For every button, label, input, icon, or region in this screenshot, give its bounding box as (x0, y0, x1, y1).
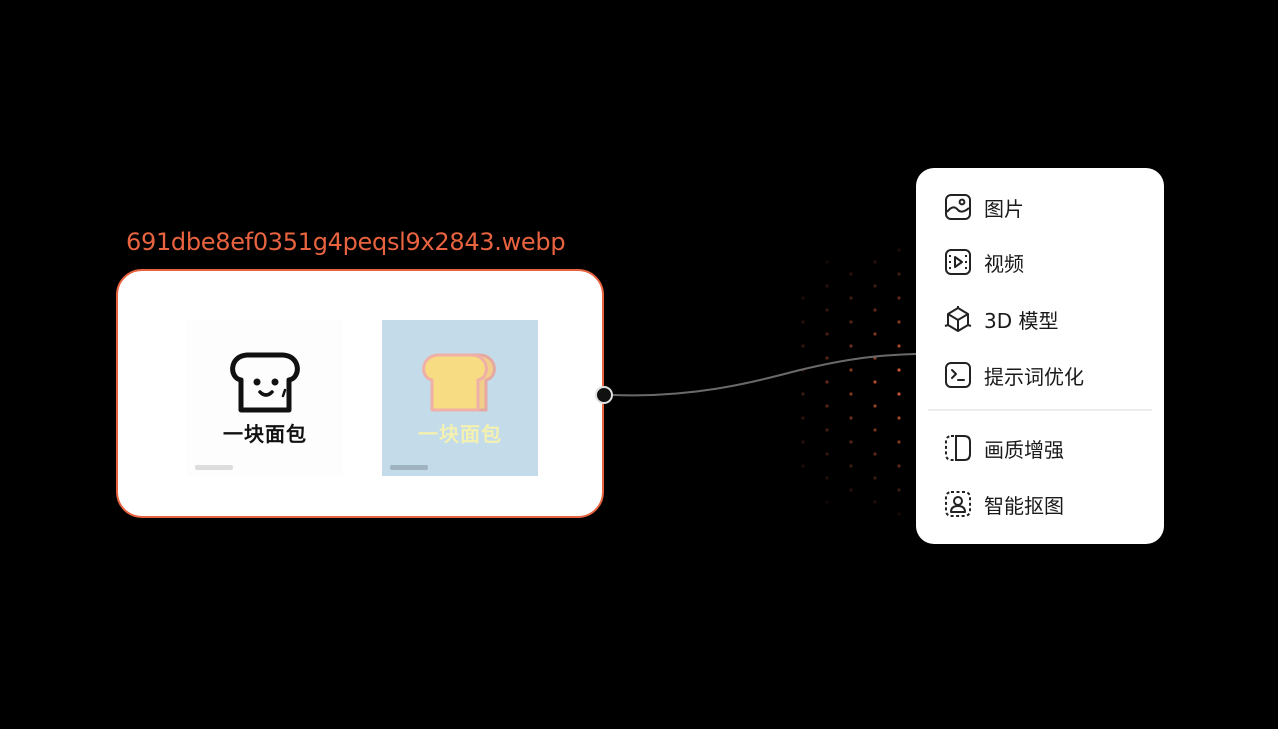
dot (849, 368, 853, 372)
menu-item-enhance[interactable]: 画质增强 (916, 426, 1164, 470)
dot (825, 308, 829, 312)
menu-item-cutout[interactable]: 智能抠图 (916, 482, 1164, 526)
dot (873, 380, 877, 384)
dot (849, 272, 853, 276)
dot (801, 464, 805, 468)
dot (873, 428, 877, 432)
dot (801, 296, 805, 300)
menu-item-label: 智能抠图 (984, 493, 1064, 518)
thumbnail-generated[interactable]: 一块面包 (382, 320, 538, 476)
dot (849, 440, 853, 444)
dot (849, 488, 853, 492)
dot (897, 416, 901, 420)
dot (897, 248, 901, 252)
dot (825, 284, 829, 288)
dot (873, 284, 877, 288)
dot-grid (801, 248, 901, 516)
dot (897, 272, 901, 276)
menu-item-image[interactable]: 图片 (916, 185, 1164, 229)
dot (873, 404, 877, 408)
portrait-cutout-icon (945, 491, 971, 517)
dot (801, 440, 805, 444)
menu-item-3d-model[interactable]: 3D 模型 (916, 297, 1164, 341)
menu-item-label: 画质增强 (984, 437, 1064, 462)
dot (825, 476, 829, 480)
dot (897, 392, 901, 396)
image-node-card[interactable]: 一块面包 一块面包 (116, 269, 604, 518)
dot (897, 464, 901, 468)
dot (801, 344, 805, 348)
thumbnail-original[interactable]: 一块面包 (187, 320, 343, 476)
toast-face-icon (230, 352, 300, 412)
menu-item-label: 视频 (984, 251, 1024, 276)
dot (849, 416, 853, 420)
dot (873, 500, 877, 504)
dot (825, 260, 829, 264)
menu-item-label: 3D 模型 (984, 308, 1059, 333)
dot (897, 440, 901, 444)
dot (825, 332, 829, 336)
dot (849, 464, 853, 468)
thumbnail-caption: 一块面包 (223, 421, 307, 446)
dot (873, 260, 877, 264)
watermark (390, 465, 428, 470)
dot (825, 380, 829, 384)
menu-item-label: 图片 (984, 196, 1024, 221)
dot (873, 452, 877, 456)
dot (897, 344, 901, 348)
dot (897, 488, 901, 492)
dot (801, 320, 805, 324)
dot (825, 500, 829, 504)
image-icon (945, 194, 971, 220)
menu-item-prompt-optimize[interactable]: 提示词优化 (916, 353, 1164, 397)
dot (825, 452, 829, 456)
dot (873, 476, 877, 480)
enhance-icon (945, 435, 971, 461)
dot (825, 428, 829, 432)
dot (801, 392, 805, 396)
menu-divider (928, 409, 1152, 411)
dot (849, 320, 853, 324)
dot (849, 344, 853, 348)
dot (849, 296, 853, 300)
output-port[interactable] (595, 386, 613, 404)
dot (801, 416, 805, 420)
connection-line (612, 353, 917, 397)
dot (897, 368, 901, 372)
dot (897, 320, 901, 324)
cube-icon (944, 306, 972, 332)
watermark (195, 465, 233, 470)
dot (825, 404, 829, 408)
dot (849, 392, 853, 396)
dot (897, 296, 901, 300)
thumbnail-caption: 一块面包 (418, 421, 502, 446)
dot (873, 332, 877, 336)
menu-item-label: 提示词优化 (984, 364, 1084, 389)
dot (873, 308, 877, 312)
dot (897, 512, 901, 516)
video-icon (945, 249, 971, 275)
toast-icon (422, 353, 496, 411)
node-filename[interactable]: 691dbe8ef0351g4peqsl9x2843.webp (126, 228, 566, 256)
terminal-icon (945, 362, 971, 388)
menu-item-video[interactable]: 视频 (916, 240, 1164, 284)
node-action-menu: 图片 视频 3D 模型 提示词优化 画质增强 (916, 168, 1164, 544)
dot (825, 356, 829, 360)
